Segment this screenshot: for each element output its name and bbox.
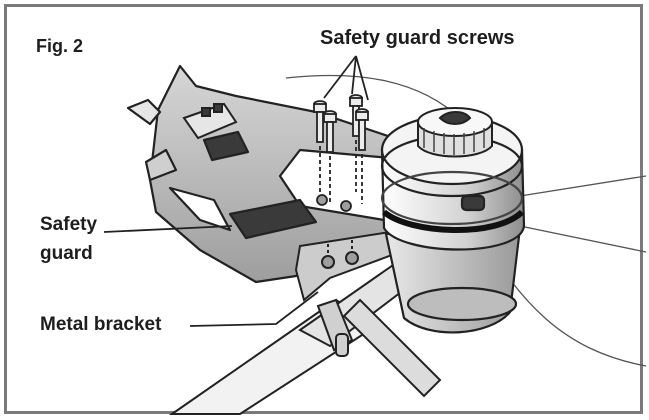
leader-screws-1: [323, 55, 357, 99]
shaft-clamp: [316, 298, 354, 357]
callout-safety-guard-screws: Safety guard screws: [320, 27, 515, 49]
leader-screws-3: [355, 55, 369, 101]
callout-safety-guard-line1: Safety: [40, 214, 98, 235]
leader-lines: [103, 55, 369, 327]
screw-4: [355, 108, 369, 204]
callout-safety-guard: Safety guard: [40, 210, 97, 268]
screws: [313, 94, 369, 212]
figure-frame: [4, 4, 643, 414]
leader-screws-2: [351, 55, 357, 95]
connector-block: [182, 102, 238, 140]
leader-safety-guard: [103, 225, 233, 233]
callout-metal-bracket: Metal bracket: [40, 314, 162, 335]
motor-housing: [384, 226, 522, 334]
screw-2: [323, 110, 337, 204]
leader-metal-bracket: [189, 291, 319, 327]
screw-1: [313, 100, 327, 192]
figure-number: Fig. 2: [36, 36, 84, 56]
callout-safety-guard-line2: guard: [40, 243, 93, 264]
spool-knob: [417, 107, 493, 158]
